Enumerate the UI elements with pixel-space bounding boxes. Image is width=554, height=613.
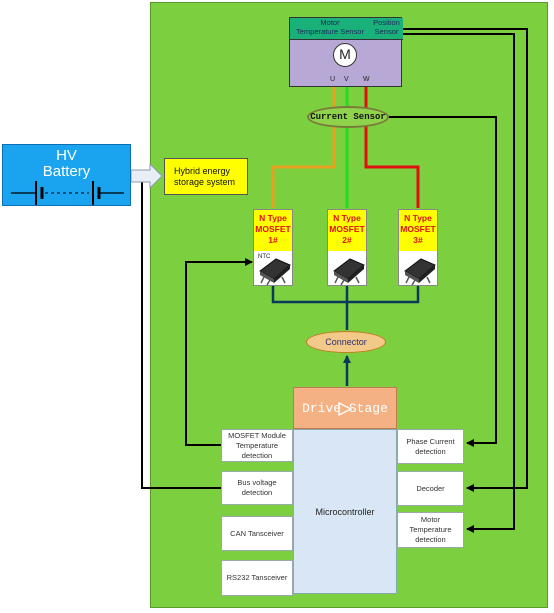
motor-temp-detect-line-3: detection [415, 535, 446, 544]
phase-current-detection-box: Phase Current detection [397, 429, 464, 464]
mosfet-temp-line-3: detection [241, 450, 273, 460]
mosfet-2: N Type MOSFET 2# [327, 209, 367, 286]
can-transceiver-label: CAN Tansceiver [230, 528, 284, 538]
mosfet-3: N Type MOSFET 3# [398, 209, 438, 286]
mosfet-3-label-line-3: 3# [413, 235, 423, 245]
decoder-box: Decoder [397, 471, 464, 506]
phase-w-label: W [363, 76, 370, 83]
mosfet-1-label-line-2: MOSFET [255, 224, 291, 234]
motor-temp-line [402, 33, 515, 533]
motor-temp-detect-line-1: Motor [420, 515, 441, 524]
phase-u-label: U [330, 76, 336, 83]
phase-current-line-1: Phase Current [406, 436, 455, 446]
mosfet-temp-line-1: MOSFET Module [228, 430, 286, 440]
hybrid-label-line-1: Hybrid energy [174, 166, 231, 176]
current-sensor-line [389, 116, 497, 447]
ntc-label: NTC [258, 254, 271, 260]
phase-u-wire [271, 87, 336, 208]
hybrid-label-line-2: storage system [174, 177, 236, 187]
mosfet-temperature-detection-box: MOSFET Module Temperature detection [221, 429, 293, 462]
mosfet-3-label-line-1: N Type [404, 213, 432, 223]
mosfet-temp-line-2: Temperature [235, 440, 279, 450]
can-transceiver-box: CAN Tansceiver [221, 516, 293, 551]
bus-voltage-line [141, 176, 221, 489]
ntc-line [185, 258, 253, 446]
rs232-transceiver-label: RS232 Tansceiver [226, 573, 288, 582]
drive-stage: Drive Stage [293, 387, 397, 429]
bus-voltage-line-2: detection [241, 488, 273, 497]
battery-label-battery: Battery [42, 163, 91, 180]
hybrid-energy-storage-box: Hybrid energy storage system [164, 158, 248, 195]
mosfet-1: N Type MOSFET 1# NTC [253, 209, 293, 286]
mosfet-bus [271, 286, 420, 304]
motor-temperature-detection-box: Motor Temperature detection [397, 512, 464, 548]
phase-current-line-2: detection [415, 446, 446, 456]
microcontroller: Microcontroller [293, 429, 397, 594]
mosfet-3-label: N Type MOSFET 3# [399, 210, 437, 251]
bus-voltage-detection-box: Bus voltage detection [221, 471, 293, 505]
mosfet-2-label: N Type MOSFET 2# [328, 210, 366, 251]
motor-temp-detect-line-2: Temperature [409, 525, 452, 534]
mosfet-1-label-line-3: 1# [268, 235, 278, 245]
battery-symbol-icon [11, 181, 124, 205]
position-sensor-header: Position Sensor [370, 18, 403, 40]
phase-v-label: V [344, 76, 349, 83]
current-sensor: Current Sensor [307, 106, 389, 128]
motor-temp-header-line-1: Motor [320, 18, 340, 27]
mosfet-chip-icon [404, 258, 436, 286]
motor-symbol-icon: M [333, 43, 357, 67]
position-sensor-line [402, 28, 528, 492]
bus-voltage-line-1: Bus voltage [237, 478, 277, 487]
hv-battery: HV Battery [2, 144, 131, 206]
mosfet-1-label-line-1: N Type [259, 213, 287, 223]
mosfet-2-label-line-2: MOSFET [329, 224, 365, 234]
battery-label-hv: HV [56, 147, 77, 164]
position-header-line-1: Position [373, 18, 400, 27]
decoder-label: Decoder [416, 483, 445, 493]
position-header-line-2: Sensor [374, 27, 399, 36]
mosfet-3-label-line-2: MOSFET [400, 224, 436, 234]
battery-to-hybrid-arrow [130, 162, 163, 190]
phase-w-wire [364, 87, 420, 208]
rs232-transceiver-box: RS232 Tansceiver [221, 560, 293, 596]
mosfet-chip-icon [333, 258, 365, 286]
mosfet-1-label: N Type MOSFET 1# [254, 210, 292, 251]
mosfet-chip-icon [259, 258, 291, 286]
connector: Connector [306, 331, 386, 353]
mosfet-2-label-line-1: N Type [333, 213, 361, 223]
driver-triangle-icon [338, 402, 353, 416]
motor-temp-header-line-2: Temperature Sensor [296, 27, 364, 36]
mosfet-2-label-line-3: 2# [342, 235, 352, 245]
motor-temperature-sensor-header: Motor Temperature Sensor [290, 18, 371, 40]
